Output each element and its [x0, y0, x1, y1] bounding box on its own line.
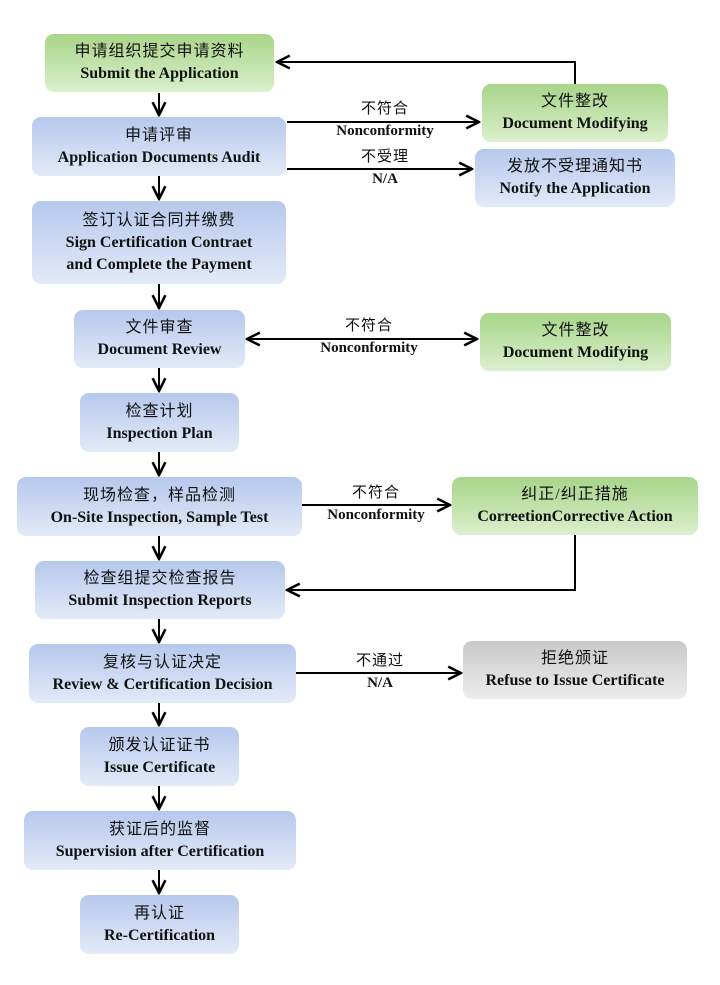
edge-label-zh: 不符合	[360, 101, 409, 117]
step-refuse-certificate: 拒绝颁证 Refuse to Issue Certificate	[463, 641, 687, 699]
step-label-zh: 检查计划	[125, 402, 194, 420]
step-certification-decision: 复核与认证决定 Review & Certification Decision	[29, 644, 296, 703]
step-label-zh: 复核与认证决定	[102, 653, 222, 671]
edge-label-review-nonconformity: 不符合 Nonconformity	[284, 317, 454, 357]
step-supervision: 获证后的监督 Supervision after Certification	[24, 811, 296, 870]
step-label-en: Review & Certification Decision	[52, 675, 273, 693]
step-label-en: Document Modifying	[502, 115, 648, 132]
step-label-en: Document Review	[97, 341, 222, 358]
step-label-en: Sign Certification Contraet	[65, 233, 253, 251]
step-application-audit: 申请评审 Application Documents Audit	[32, 117, 286, 176]
step-label-en: Submit Inspection Reports	[68, 592, 252, 609]
step-label-en: Re-Certification	[103, 926, 216, 944]
step-label-en: Application Documents Audit	[57, 148, 261, 166]
edge-label-en: N/A	[372, 171, 398, 187]
edge-label-decision-na: 不通过 N/A	[300, 652, 460, 692]
edge-label-zh: 不符合	[351, 485, 400, 501]
edge-label-onsite-nonconformity: 不符合 Nonconformity	[306, 484, 446, 524]
step-document-review: 文件审查 Document Review	[74, 310, 245, 368]
edge-label-zh: 不通过	[355, 653, 404, 669]
edge-label-en: Nonconformity	[320, 340, 418, 356]
step-label-zh: 发放不受理通知书	[506, 158, 643, 175]
step-label-en: Inspection Plan	[106, 424, 213, 442]
step-label-zh: 申请评审	[124, 126, 193, 144]
step-label-zh: 再认证	[133, 904, 185, 922]
step-label-en: Supervision after Certification	[55, 842, 265, 860]
step-recertification: 再认证 Re-Certification	[80, 895, 239, 954]
step-label-en-line2: and Complete the Payment	[66, 255, 252, 273]
step-label-en: Submit the Application	[80, 65, 239, 82]
step-label-zh: 颁发认证证书	[108, 736, 211, 754]
edge-label-en: Nonconformity	[336, 123, 434, 139]
step-label-en: On-Site Inspection, Sample Test	[50, 508, 269, 526]
edge-label-en: N/A	[367, 675, 393, 691]
step-issue-certificate: 颁发认证证书 Issue Certificate	[80, 727, 239, 786]
step-label-zh: 现场检查，样品检测	[82, 486, 236, 504]
edge-label-en: Nonconformity	[327, 507, 425, 523]
step-label-zh: 文件整改	[540, 93, 609, 110]
edge-label-zh: 不受理	[360, 149, 409, 165]
arrow-corrective-back-to-report	[287, 535, 576, 590]
edge-label-audit-nonconformity: 不符合 Nonconformity	[300, 100, 470, 140]
step-label-zh: 文件整改	[541, 322, 610, 339]
step-submit-reports: 检查组提交检查报告 Submit Inspection Reports	[35, 561, 285, 619]
step-label-zh: 获证后的监督	[108, 820, 211, 838]
edge-label-audit-na: 不受理 N/A	[300, 148, 470, 188]
step-corrective-action: 纠正/纠正措施 CorreetionCorrective Action	[452, 477, 698, 535]
step-onsite-inspection: 现场检查，样品检测 On-Site Inspection, Sample Tes…	[17, 477, 302, 536]
step-label-zh: 纠正/纠正措施	[521, 486, 629, 503]
edge-label-zh: 不符合	[344, 318, 393, 334]
step-label-en: CorreetionCorrective Action	[477, 508, 673, 525]
step-notify-application: 发放不受理通知书 Notify the Application	[475, 149, 675, 207]
step-label-zh: 文件审查	[125, 319, 194, 336]
step-label-zh: 签订认证合同并缴费	[82, 211, 236, 229]
step-submit-application: 申请组织提交申请资料 Submit the Application	[45, 34, 274, 92]
step-document-modifying-2: 文件整改 Document Modifying	[480, 313, 671, 371]
step-label-zh: 检查组提交检查报告	[83, 570, 237, 587]
arrow-modify-back-to-submit	[277, 62, 576, 84]
step-label-en: Notify the Application	[499, 180, 651, 197]
step-inspection-plan: 检查计划 Inspection Plan	[80, 393, 239, 452]
step-label-en: Issue Certificate	[103, 758, 216, 776]
step-label-zh: 申请组织提交申请资料	[74, 43, 245, 60]
step-label-zh: 拒绝颁证	[540, 650, 609, 667]
step-label-en: Document Modifying	[502, 344, 649, 361]
step-label-en: Refuse to Issue Certificate	[485, 672, 665, 689]
step-sign-contract: 签订认证合同并缴费 Sign Certification Contraet an…	[32, 201, 286, 284]
step-document-modifying-1: 文件整改 Document Modifying	[482, 84, 668, 142]
